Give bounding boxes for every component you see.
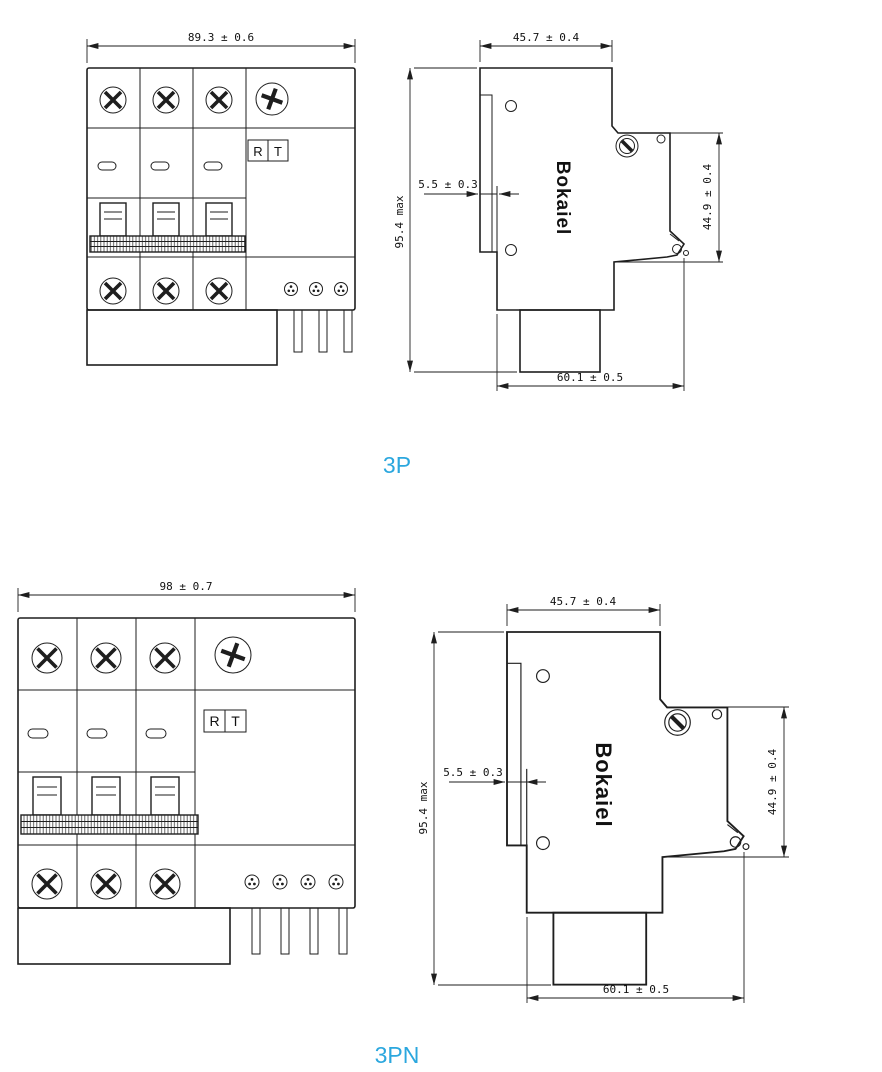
- side-profile-outline: [478, 66, 691, 374]
- brand-text: Bokaiel: [552, 161, 573, 236]
- rail-dim-text: 5.5 ± 0.3: [443, 766, 503, 779]
- terminal-screw-icon: [30, 641, 64, 675]
- aux-terminal-icon: [334, 282, 348, 296]
- height-dimension-3pn: 95.4 max: [417, 631, 551, 986]
- terminal-screw-icon: [98, 85, 128, 115]
- top-terminal-screws: [98, 85, 234, 115]
- terminal-screw-icon: [204, 276, 234, 306]
- pole-dividers: [139, 68, 247, 310]
- cover-screw-icon: [215, 637, 251, 673]
- rail-dim-text: 5.5 ± 0.3: [418, 178, 478, 191]
- marking-t: T: [231, 713, 240, 729]
- side-view-3p: Bokaiel 45.7 ± 0.4 95.4 max 44.9 ± 0.4: [393, 31, 723, 391]
- aux-terminal-icon: [328, 874, 344, 890]
- figure-3pn: 98 ± 0.7 R T: [17, 580, 789, 1068]
- terminal-screw-icon: [98, 276, 128, 306]
- aux-terminal-icon: [309, 282, 323, 296]
- top-terminal-screws: [30, 641, 182, 675]
- aux-terminal-dots: [284, 282, 348, 296]
- height-dim-text: 95.4 max: [417, 781, 430, 834]
- terminal-screw-icon: [204, 85, 234, 115]
- side-width-dimension-3pn: 45.7 ± 0.4: [506, 595, 661, 626]
- clip-dimension-3pn: 44.9 ± 0.4: [662, 706, 789, 858]
- base-depth-dimension-3p: 60.1 ± 0.5: [496, 258, 685, 391]
- pole-dividers: [76, 618, 196, 908]
- marking-t: T: [274, 144, 282, 159]
- rail-dimension-3p: 5.5 ± 0.3: [418, 178, 519, 197]
- figure-label-3pn: 3PN: [375, 1042, 420, 1068]
- toggle-handles: [99, 202, 233, 237]
- side-profile-outline: [507, 632, 749, 985]
- clip-dimension-3p: 44.9 ± 0.4: [616, 132, 723, 263]
- front-view-3pn: 98 ± 0.7 R T: [17, 580, 356, 965]
- breaker-body-outline: [17, 617, 356, 909]
- bottom-terminal-screws: [98, 276, 234, 306]
- base-depth-dim-text: 60.1 ± 0.5: [557, 371, 623, 384]
- figure-label-3p: 3P: [383, 452, 411, 478]
- terminal-screw-icon: [151, 85, 181, 115]
- base-depth-dimension-3pn: 60.1 ± 0.5: [526, 852, 745, 1003]
- rail-dimension-3pn: 5.5 ± 0.3: [443, 766, 546, 785]
- aux-terminal-icon: [300, 874, 316, 890]
- front-width-dim-text: 89.3 ± 0.6: [188, 31, 254, 44]
- front-view-3p: 89.3 ± 0.6 R T: [86, 31, 356, 366]
- clip-dim-text: 44.9 ± 0.4: [766, 749, 779, 816]
- side-width-dim-text: 45.7 ± 0.4: [513, 31, 580, 44]
- toggle-handles: [32, 776, 180, 816]
- aux-terminal-icon: [284, 282, 298, 296]
- bottom-terminal-screws: [30, 867, 182, 901]
- clip-dim-text: 44.9 ± 0.4: [701, 164, 714, 231]
- connection-pins: [251, 907, 348, 955]
- width-dimension-3p: 89.3 ± 0.6: [86, 31, 356, 63]
- cover-screw-icon: [256, 83, 288, 115]
- terminal-screw-icon: [89, 867, 123, 901]
- side-width-dim-text: 45.7 ± 0.4: [550, 595, 617, 608]
- terminal-screw-icon: [148, 867, 182, 901]
- connection-pins: [293, 309, 353, 353]
- rt-marking-3p: R T: [247, 139, 289, 162]
- terminal-screw-icon: [30, 867, 64, 901]
- indicator-windows: [97, 161, 223, 171]
- base-depth-dim-text: 60.1 ± 0.5: [603, 983, 669, 996]
- handle-tie-bar: [89, 235, 246, 253]
- mounting-tab: [86, 309, 278, 366]
- aux-terminal-icon: [244, 874, 260, 890]
- front-width-dim-text: 98 ± 0.7: [160, 580, 213, 593]
- aux-terminal-dots: [244, 874, 344, 890]
- marking-r: R: [209, 713, 219, 729]
- handle-tie-bar: [20, 814, 199, 835]
- height-dimension-3p: 95.4 max: [393, 67, 517, 373]
- mounting-tab: [17, 907, 231, 965]
- side-view-3pn: Bokaiel 45.7 ± 0.4 95.4 max 44.9 ± 0.4: [417, 595, 789, 1003]
- marking-r: R: [253, 144, 262, 159]
- brand-text: Bokaiel: [591, 742, 616, 827]
- height-dim-text: 95.4 max: [393, 195, 406, 248]
- terminal-screw-icon: [89, 641, 123, 675]
- terminal-screw-icon: [148, 641, 182, 675]
- aux-terminal-icon: [272, 874, 288, 890]
- indicator-windows: [27, 728, 167, 739]
- figure-3p: 89.3 ± 0.6 R T: [86, 31, 723, 478]
- terminal-screw-icon: [151, 276, 181, 306]
- side-width-dimension-3p: 45.7 ± 0.4: [479, 31, 613, 62]
- width-dimension-3pn: 98 ± 0.7: [17, 580, 356, 612]
- rt-marking-3pn: R T: [203, 709, 247, 733]
